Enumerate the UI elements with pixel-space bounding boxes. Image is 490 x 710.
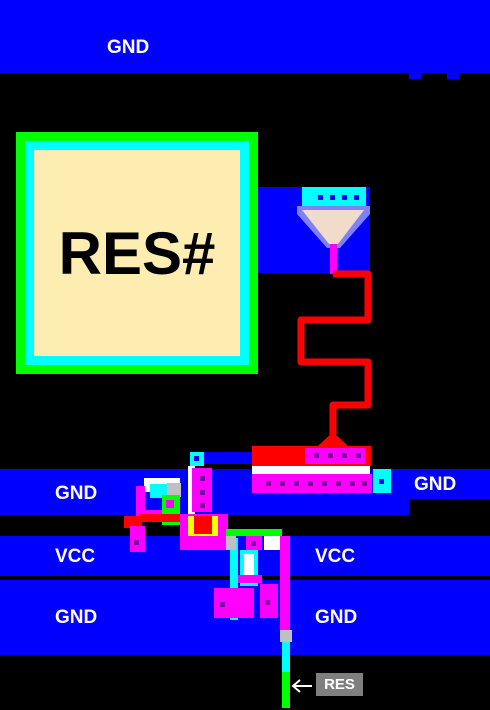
gnd-bottom-left-label: GND <box>55 607 98 628</box>
poly-contact-cap <box>318 432 348 446</box>
via-funnel <box>297 187 370 274</box>
gnd-rail-mid-right <box>392 469 490 499</box>
vcc-right-label: VCC <box>315 546 356 567</box>
gnd-rail-top-tab-2 <box>447 70 459 79</box>
logic-cluster-left <box>124 452 282 552</box>
gnd-top-label: GND <box>107 37 150 58</box>
res-pin-label: RES <box>324 676 355 693</box>
pad-name-label: RES# <box>58 219 216 287</box>
transistor-stack <box>214 536 292 708</box>
gnd-mid-right-label: GND <box>414 474 457 495</box>
vcc-left-label: VCC <box>55 546 96 567</box>
poly-meander-trace <box>297 270 372 440</box>
left-arrow-icon <box>291 679 312 693</box>
diffusion-row <box>252 469 391 493</box>
gnd-rail-top <box>0 0 490 73</box>
gnd-rail-top-tab-1 <box>409 70 421 79</box>
gnd-bottom-right-label: GND <box>315 607 358 628</box>
res-pin-tag: RES <box>316 673 363 696</box>
metal-white-line <box>252 466 370 474</box>
gnd-mid-left-label: GND <box>55 483 98 504</box>
bond-pad-core: RES# <box>34 150 240 356</box>
